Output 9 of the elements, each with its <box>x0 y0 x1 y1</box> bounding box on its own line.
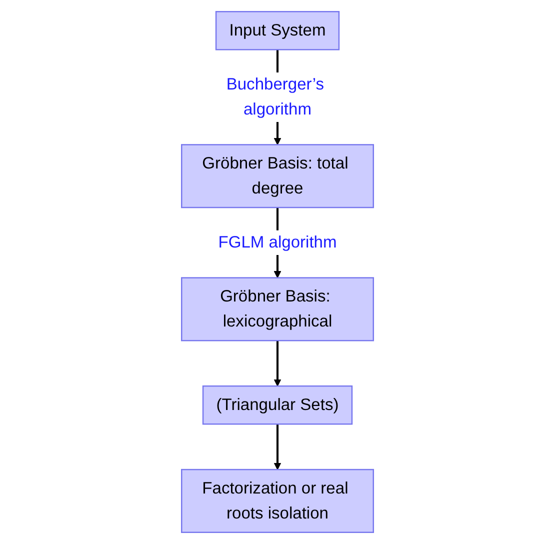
edge-label: Buchberger’s algorithm <box>226 76 324 119</box>
node-box: Gröbner Basis: total degree <box>181 144 374 208</box>
node-box: Gröbner Basis: lexicographical <box>181 277 374 342</box>
node-box: Input System <box>215 11 340 50</box>
edge-label: FGLM algorithm <box>218 234 337 252</box>
node-box: Factorization or real roots isolation <box>181 468 374 533</box>
node-box: (Triangular Sets) <box>202 385 353 425</box>
arrow <box>274 424 282 470</box>
arrow <box>274 340 282 386</box>
